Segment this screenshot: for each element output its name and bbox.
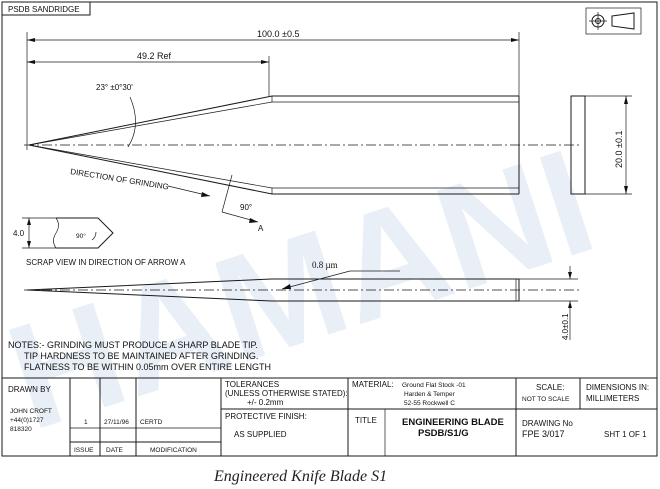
drawn-by-label: DRAWN BY: [8, 385, 51, 394]
tolerances-sub: (UNLESS OTHERWISE STATED):: [225, 389, 348, 398]
overall-length-dim: [26, 32, 520, 150]
arrow-a-label: A: [258, 224, 264, 233]
protective-finish-label: PROTECTIVE FINISH:: [225, 412, 307, 421]
material-line-2: Harden & Temper: [404, 391, 456, 398]
issue-label: ISSUE: [74, 447, 94, 454]
date-value: 27/11/96: [104, 419, 129, 426]
title-line-1: ENGINEERING BLADE: [402, 417, 504, 428]
scale-value: NOT TO SCALE: [522, 396, 570, 403]
drawn-by-phone-2: 818320: [10, 426, 32, 433]
tolerances-label: TOLERANCES: [225, 380, 279, 389]
material-line-3: 52-55 Rockwell C: [404, 400, 455, 407]
modification-value: CERTD: [140, 419, 163, 426]
dimensions-unit: MILLIMETERS: [586, 394, 639, 403]
projection-symbol-icon: [585, 7, 642, 35]
scrap-thickness-label: 4.0: [13, 229, 25, 238]
ref-length-dim: [27, 56, 270, 96]
finish-symbol-icon: [281, 270, 400, 290]
drawing-no-label: DRAWING No: [522, 419, 573, 428]
scale-label: SCALE:: [536, 383, 564, 392]
date-label: DATE: [106, 447, 124, 454]
right-angle-label: 90°: [240, 203, 252, 212]
angle-label: 23° ±0°30': [96, 83, 133, 92]
drawing-border: [1, 1, 658, 457]
modification-label: MODIFICATION: [150, 447, 197, 454]
issue-value: 1: [84, 419, 88, 426]
blade-end-view: [570, 95, 632, 195]
title-line-2: PSDB/S1/G: [418, 428, 469, 439]
header-label: PSDB SANDRIDGE: [8, 5, 80, 14]
overall-length-label: 100.0 ±0.5: [257, 29, 299, 39]
finish-label: 0.8 µm: [312, 260, 338, 270]
scrap-view-label: SCRAP VIEW IN DIRECTION OF ARROW A: [26, 258, 186, 267]
note-line-1: NOTES:- GRINDING MUST PRODUCE A SHARP BL…: [8, 340, 258, 350]
width-label: 20.0 ±0.1: [614, 131, 624, 168]
drawn-by-name: JOHN CROFT: [10, 408, 52, 415]
material-line-1: Ground Flat Stock -01: [402, 382, 466, 389]
sheet-label: SHT 1 OF 1: [604, 430, 647, 439]
thickness-label: 4.0±0.1: [561, 313, 570, 340]
section-arrow-a: [221, 174, 259, 223]
title-label: TITLE: [355, 416, 377, 425]
caption: Engineered Knife Blade S1: [213, 468, 387, 485]
dimensions-label: DIMENSIONS IN:: [586, 383, 649, 392]
ref-length-label: 49.2 Ref: [137, 51, 172, 61]
watermark: HAMANI: [0, 116, 612, 461]
material-label: MATERIAL:: [352, 380, 394, 389]
note-line-3: FLATNESS TO BE WITHIN 0.05mm OVER ENTIRE…: [24, 362, 271, 372]
drawn-by-phone-1: +44(0)1727: [10, 417, 44, 424]
tolerances-value: +/- 0.2mm: [247, 398, 284, 407]
drawing-no: FPE 3/017: [522, 429, 565, 439]
scrap-view: [22, 217, 114, 249]
note-line-2: TIP HARDNESS TO BE MAINTAINED AFTER GRIN…: [24, 351, 258, 361]
angle-arc: [127, 96, 136, 148]
protective-finish-value: AS SUPPLIED: [234, 430, 287, 439]
header-label-box: [1, 1, 91, 16]
title-block-grid: [2, 377, 657, 456]
scrap-angle-label: 90°: [76, 232, 86, 240]
